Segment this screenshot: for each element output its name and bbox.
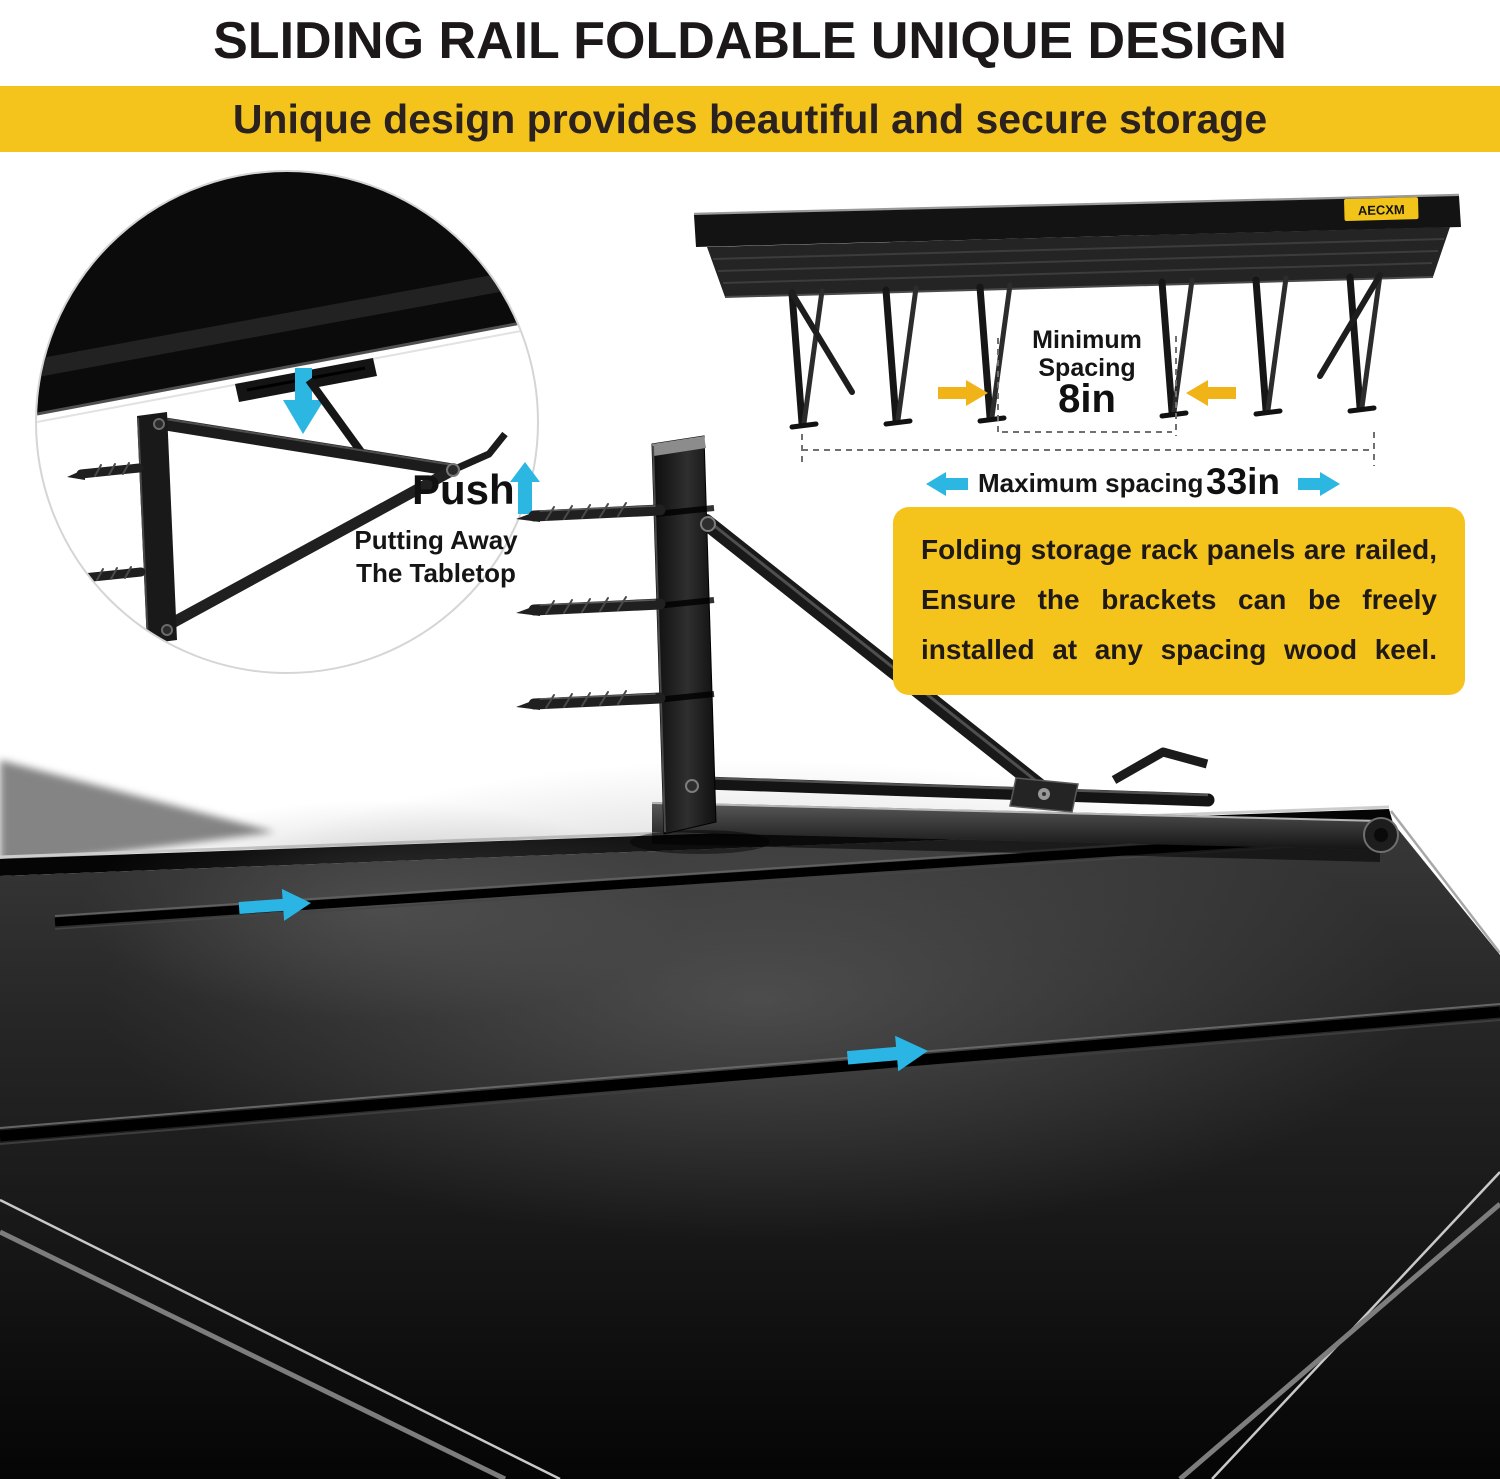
- slide-arrow-1-icon: [238, 888, 311, 921]
- tabletop-surface: [0, 760, 1500, 1479]
- slide-rail: [651, 802, 1399, 862]
- max-spacing-right-arrow-icon: [1298, 472, 1340, 496]
- info-box: Folding storage rack panels are railed, …: [893, 507, 1465, 695]
- bracket-closeup-inset: [35, 170, 539, 674]
- min-spacing-left-arrow-icon: [1186, 380, 1236, 406]
- max-spacing-left-arrow-icon: [926, 472, 968, 496]
- folding-arms: [669, 514, 1215, 813]
- max-spacing-label: Maximum spacing: [978, 468, 1203, 498]
- page-title: SLIDING RAIL FOLDABLE UNIQUE DESIGN: [213, 12, 1287, 70]
- inset-caption-line-1: Putting Away: [354, 525, 518, 555]
- bracket-spacing-diagram: AECXM: [693, 193, 1461, 502]
- min-spacing-label-line2: Spacing: [1038, 354, 1135, 382]
- info-line-3: installed at any spacing wood keel.: [921, 634, 1437, 665]
- inset-caption: Putting Away The Tabletop: [325, 524, 547, 590]
- post-shadow: [630, 830, 770, 854]
- subtitle-banner: Unique design provides beautiful and sec…: [0, 86, 1500, 152]
- table-underside-photo: [37, 172, 537, 423]
- push-up-arrow-icon: [510, 462, 540, 514]
- bracket-closeup-illustration: [37, 172, 537, 644]
- surface-groove-2: [0, 1003, 1500, 1145]
- push-down-arrow-icon: [283, 368, 324, 434]
- info-line-1: Folding storage rack panels are railed,: [921, 534, 1437, 565]
- brand-label: AECXM: [1358, 202, 1405, 218]
- info-line-2: Ensure the brackets can be freely: [921, 584, 1437, 615]
- table-panel: [693, 193, 1461, 298]
- min-spacing-right-arrow-icon: [938, 380, 988, 406]
- near-edges: [0, 1171, 1500, 1479]
- max-spacing-value: 33in: [1206, 461, 1280, 502]
- folding-bracket: [516, 435, 1215, 854]
- folding-bracket-closeup: [137, 377, 508, 644]
- min-spacing-value: 8in: [1058, 377, 1116, 421]
- min-spacing-label-line1: Minimum: [1032, 326, 1142, 354]
- brand-tag: AECXM: [1344, 197, 1419, 221]
- push-label: Push: [412, 466, 515, 513]
- measurement-dashed-lines: [801, 336, 1375, 466]
- lag-screws: [516, 502, 666, 710]
- sliding-rail-photo: [0, 435, 1500, 1479]
- slide-arrow-2-icon: [846, 1035, 928, 1072]
- latch-tab: [1111, 747, 1209, 784]
- inset-caption-line-2: The Tabletop: [356, 558, 516, 588]
- wall-brackets: [788, 272, 1383, 430]
